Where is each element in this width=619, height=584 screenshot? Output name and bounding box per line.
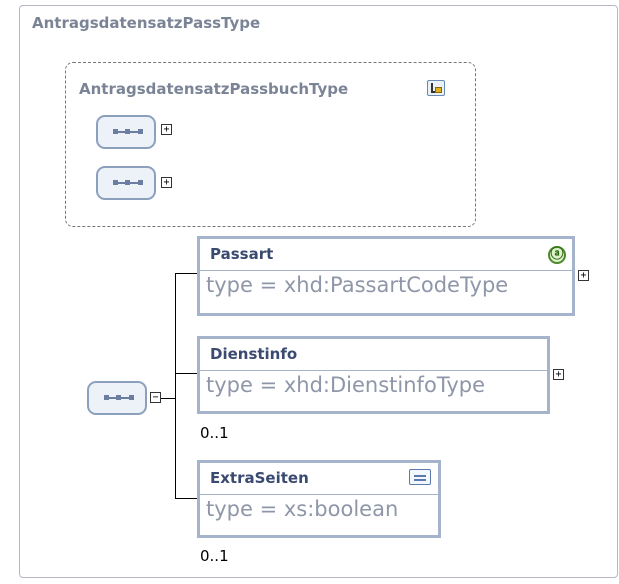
- element-type: type = xhd:PassartCodeType: [206, 273, 509, 297]
- element-dienstinfo[interactable]: Dienstinfo type = xhd:DienstinfoType: [197, 336, 550, 414]
- group-reference-box: [65, 62, 476, 227]
- divider: [200, 370, 547, 371]
- element-dienstinfo-expander[interactable]: +: [553, 369, 564, 380]
- documentation-icon: [409, 469, 431, 485]
- element-extraseiten[interactable]: ExtraSeiten type = xs:boolean: [197, 460, 441, 538]
- sequence-icon: [113, 129, 143, 134]
- sequence-icon: [104, 395, 134, 400]
- element-type: type = xhd:DienstinfoType: [206, 373, 486, 397]
- complex-type-title: AntragsdatensatzPassType: [32, 14, 261, 32]
- main-sequence[interactable]: [87, 381, 147, 415]
- connector-line: [161, 398, 175, 399]
- connector-line: [175, 273, 197, 274]
- element-name: Passart: [210, 245, 274, 263]
- group-sequence-2-expander[interactable]: +: [161, 177, 172, 188]
- group-sequence-1[interactable]: [96, 115, 156, 149]
- divider: [200, 494, 438, 495]
- group-sequence-1-expander[interactable]: +: [161, 124, 172, 135]
- group-sequence-2[interactable]: [96, 166, 156, 200]
- group-reference-icon: [427, 80, 445, 96]
- divider: [200, 270, 572, 271]
- connector-line: [175, 273, 176, 499]
- occurrence-label: 0..1: [200, 424, 229, 442]
- element-name: Dienstinfo: [210, 345, 298, 363]
- occurrence-label: 0..1: [200, 547, 229, 565]
- connector-line: [175, 498, 197, 499]
- element-type: type = xs:boolean: [206, 497, 399, 521]
- group-reference-title: AntragsdatensatzPassbuchType: [79, 80, 349, 98]
- element-name: ExtraSeiten: [210, 469, 309, 487]
- element-passart[interactable]: Passart type = xhd:PassartCodeType: [197, 236, 575, 316]
- element-passart-expander[interactable]: +: [578, 270, 589, 281]
- sequence-icon: [113, 180, 143, 185]
- attributes-icon: ⓐ: [548, 246, 566, 264]
- main-sequence-collapser[interactable]: −: [150, 392, 161, 403]
- connector-line: [175, 373, 197, 374]
